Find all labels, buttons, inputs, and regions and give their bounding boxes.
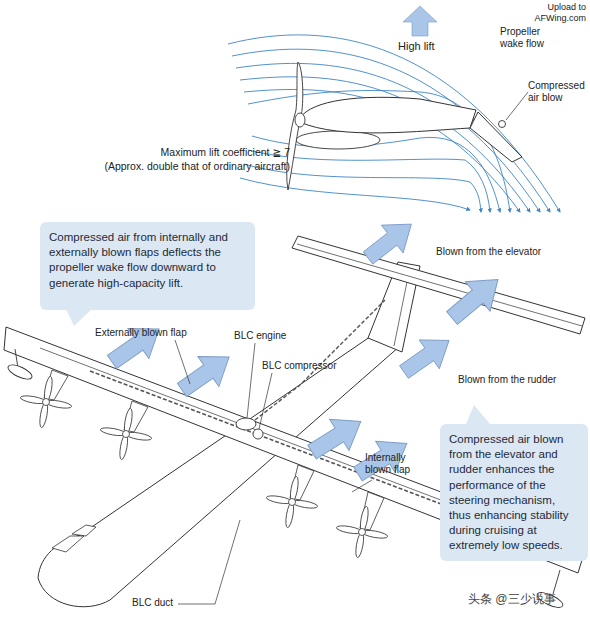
leader-line [175,340,190,384]
propeller [20,376,72,428]
wake-flow-lines [228,35,560,212]
flow-line [240,178,470,210]
part-label: Upload to AFWing.com [520,2,586,24]
leader-line [247,343,255,418]
flap-section [470,112,522,162]
propeller-hub [295,113,305,127]
part-label: Propeller wake flow [500,26,558,50]
wing-section [300,97,476,133]
engine-nacelle [296,131,380,149]
blc-duct [90,371,470,515]
part-label: BLC duct [132,597,173,609]
propeller [266,476,318,528]
blown-air-arrow [357,210,422,272]
leader-line [506,92,528,120]
blown-air-arrow [440,265,511,333]
blc-compressor [253,429,263,439]
horizontal-stabilizer [292,236,585,334]
part-label: Compressed air blow [528,80,590,104]
blc-duct [255,300,385,420]
part-label: Blown from the rudder [458,374,556,386]
leader-lines [175,340,372,604]
leader-line [178,520,240,604]
callout-box: Compressed air blown from the elevator a… [440,424,588,561]
flow-line [248,150,490,212]
rudder-hinge [394,272,409,346]
callout-text: Compressed air blown from the elevator a… [449,432,579,553]
lift-arrow [403,6,437,36]
callout-pointer [466,405,490,424]
part-label: BLC compressor [262,360,336,372]
leader-line [352,480,372,492]
leader-line [259,373,272,429]
callout-text: Compressed air from internally and exter… [49,230,246,291]
flow-line [232,49,550,212]
part-label: 头条 @三少说事 [468,592,556,606]
flow-line [236,63,540,212]
callout-box: Compressed air from internally and exter… [40,222,255,310]
float-strut [553,570,560,594]
callout-pointer [66,309,92,326]
engine-nacelles [44,370,384,530]
flap-hinge [499,121,506,128]
elevator-hinge [297,244,582,326]
part-label: Maximum lift coefficient ≧ 7 [40,146,290,159]
part-label: High lift [398,40,435,53]
flow-line [240,77,530,212]
part-label: (Approx. double that of ordinary aircraf… [20,160,290,173]
blown-air-arrow [171,342,239,405]
propeller [336,506,388,558]
blc-engine [236,418,256,430]
blown-air-arrow [101,314,169,377]
blown-air-arrow [394,326,459,386]
part-label: BLC engine [234,330,286,342]
part-label: Internally blown flap [365,452,427,476]
propeller [100,408,152,460]
part-label: Externally blown flap [95,327,187,339]
flow-line [228,35,560,212]
cockpit-window [52,525,96,552]
blown-air-arrow [302,406,370,468]
part-label: Blown from the elevator [436,246,541,258]
wingtip-float [6,362,34,382]
